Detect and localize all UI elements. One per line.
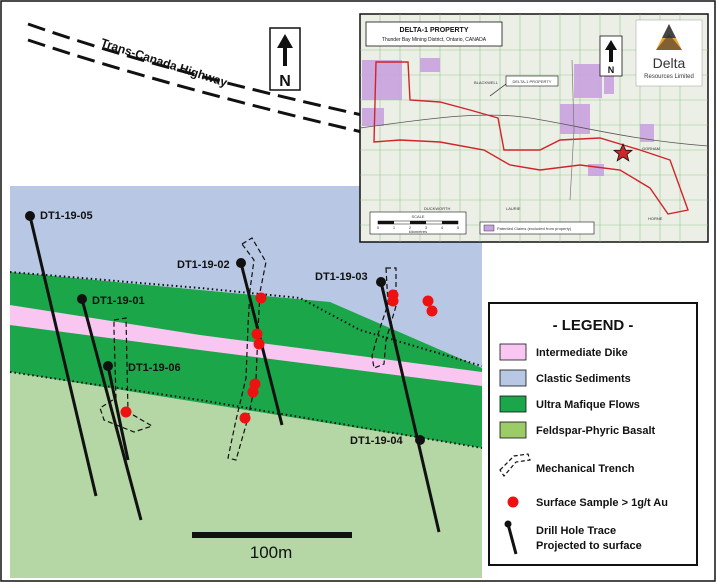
trench-east	[371, 267, 397, 369]
inset-scale-title: SCALE	[411, 214, 424, 219]
legend-label: Projected to surface	[536, 540, 642, 552]
inset-property-label: DELTA-1 PROPERTY	[513, 79, 552, 84]
inset-north-label: N	[608, 65, 615, 75]
inset-scale-tick: 3	[425, 225, 428, 230]
legend-label: Intermediate Dike	[536, 347, 628, 359]
trench-central	[227, 237, 267, 461]
legend-label: Clastic Sediments	[536, 373, 631, 385]
sample-point	[120, 406, 132, 418]
inset-subtitle: Thunder Bay Mining District, Ontario, CA…	[382, 37, 487, 43]
company-name: Delta	[653, 55, 686, 71]
scale-label: 100m	[250, 543, 293, 562]
contact-upper	[9, 271, 483, 367]
inset-location-map: DELTA-1 PROPERTY Thunder Bay Mining Dist…	[359, 13, 709, 243]
inset-place: DUCKWORTH	[424, 206, 450, 211]
north-label: N	[279, 73, 291, 90]
sample-legend-icon	[507, 496, 519, 508]
drill-legend-icon	[506, 523, 518, 555]
sample-point	[387, 295, 399, 307]
mechanical-trenches	[99, 237, 397, 461]
sample-point	[422, 295, 434, 307]
sample-point	[239, 412, 251, 424]
trans-canada-highway: Trans-Canada Highway	[27, 22, 363, 134]
sample-point	[247, 386, 259, 398]
legend-swatch-dike	[499, 343, 527, 361]
inset-scale-tick: 1	[393, 225, 396, 230]
inset-scale-tick: 5	[457, 225, 460, 230]
surface-samples	[120, 289, 438, 424]
trench-legend-icon	[499, 453, 531, 477]
drill-label: DT1-19-03	[315, 271, 368, 283]
legend-swatch-ultramafic	[499, 395, 527, 413]
legend-label: Drill Hole Trace	[536, 525, 616, 537]
trench-west	[99, 317, 154, 433]
inset-scale-unit: kilometres	[409, 229, 427, 234]
intermediate-dike-unit	[10, 305, 482, 386]
legend-label: Surface Sample > 1g/t Au	[536, 497, 668, 509]
delta-logo-icon	[656, 24, 682, 50]
drill-label: DT1-19-04	[350, 435, 403, 447]
property-star-icon	[612, 142, 634, 162]
geology-units	[9, 186, 483, 578]
inset-place: BLACKWELL	[474, 80, 499, 85]
company-subname: Resources Limited	[644, 74, 694, 80]
sample-point	[426, 305, 438, 317]
inset-scale-tick: 4	[441, 225, 444, 230]
drill-label: DT1-19-06	[128, 362, 181, 374]
inset-place: GORHAM	[642, 146, 660, 151]
inset-title: DELTA-1 PROPERTY	[400, 27, 469, 34]
ultramafic-unit	[10, 272, 482, 448]
inset-place: LAURIE	[506, 206, 521, 211]
north-arrow-icon	[277, 34, 293, 66]
legend-label: Feldspar-Phyric Basalt	[536, 425, 656, 437]
sample-point	[253, 338, 265, 350]
inset-patented-label: Patented Claims (excluded from property)	[497, 226, 572, 231]
legend-swatch-clastic	[499, 369, 527, 387]
legend: - LEGEND - Intermediate Dike Clastic Sed…	[488, 302, 698, 566]
contact-lower	[9, 371, 483, 449]
scale-bar: 100m	[192, 532, 352, 562]
inset-place: HORNE	[648, 216, 663, 221]
legend-label: Mechanical Trench	[536, 463, 635, 475]
north-arrow: N	[269, 27, 301, 91]
sample-point	[251, 328, 263, 340]
sample-point	[255, 292, 267, 304]
drill-label: DT1-19-05	[40, 210, 93, 222]
inset-north-arrow-icon	[605, 40, 617, 62]
legend-title: - LEGEND -	[553, 317, 634, 334]
basalt-unit	[10, 372, 482, 578]
inset-scale-tick: 2	[409, 225, 412, 230]
drill-hole-labels: DT1-19-05 DT1-19-02 DT1-19-03 DT1-19-01 …	[40, 210, 403, 447]
inset-scale-tick: 0	[377, 225, 380, 230]
drill-label: DT1-19-01	[92, 295, 145, 307]
drill-label: DT1-19-02	[177, 259, 230, 271]
legend-label: Ultra Mafique Flows	[536, 399, 640, 411]
legend-swatch-basalt	[499, 421, 527, 439]
